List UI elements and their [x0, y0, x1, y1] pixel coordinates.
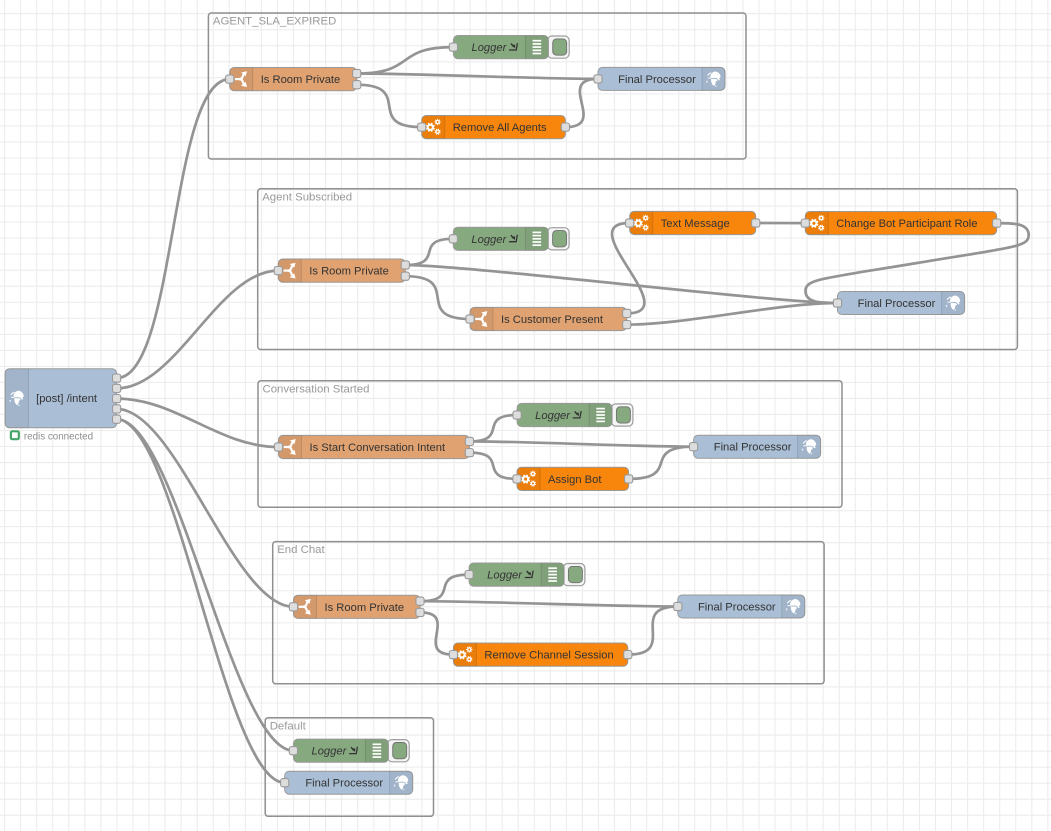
svg-text:Change Bot Participant Role: Change Bot Participant Role — [836, 218, 977, 230]
svg-text:Logger: Logger — [471, 42, 507, 54]
svg-text:Is Customer Present: Is Customer Present — [501, 314, 604, 326]
svg-text:End Chat: End Chat — [277, 544, 325, 556]
svg-text:Final Processor: Final Processor — [698, 602, 776, 614]
svg-text:Logger: Logger — [487, 570, 523, 582]
svg-text:Final Processor: Final Processor — [618, 74, 696, 86]
svg-text:Final Processor: Final Processor — [714, 442, 792, 454]
svg-text:Logger: Logger — [311, 746, 347, 758]
svg-text:Is Room Private: Is Room Private — [261, 74, 341, 86]
svg-text:Conversation Started: Conversation Started — [263, 383, 370, 395]
svg-text:Logger: Logger — [471, 234, 507, 246]
svg-text:Is Room Private: Is Room Private — [309, 266, 389, 278]
svg-text:Assign Bot: Assign Bot — [548, 474, 602, 486]
svg-text:Is Start Conversation Intent: Is Start Conversation Intent — [310, 442, 446, 454]
svg-text:[post] /intent: [post] /intent — [36, 393, 98, 405]
svg-text:Final Processor: Final Processor — [858, 298, 936, 310]
svg-text:Default: Default — [270, 720, 307, 732]
svg-text:Is Room Private: Is Room Private — [325, 602, 405, 614]
svg-text:Final Processor: Final Processor — [305, 778, 383, 790]
svg-text:Text Message: Text Message — [661, 218, 730, 230]
svg-text:Remove Channel Session: Remove Channel Session — [484, 650, 613, 662]
svg-text:Agent Subscribed: Agent Subscribed — [262, 191, 352, 203]
svg-text:AGENT_SLA_EXPIRED: AGENT_SLA_EXPIRED — [213, 16, 336, 28]
svg-text:redis connected: redis connected — [24, 431, 93, 442]
svg-text:Logger: Logger — [535, 410, 571, 422]
svg-text:Remove All Agents: Remove All Agents — [453, 122, 547, 134]
